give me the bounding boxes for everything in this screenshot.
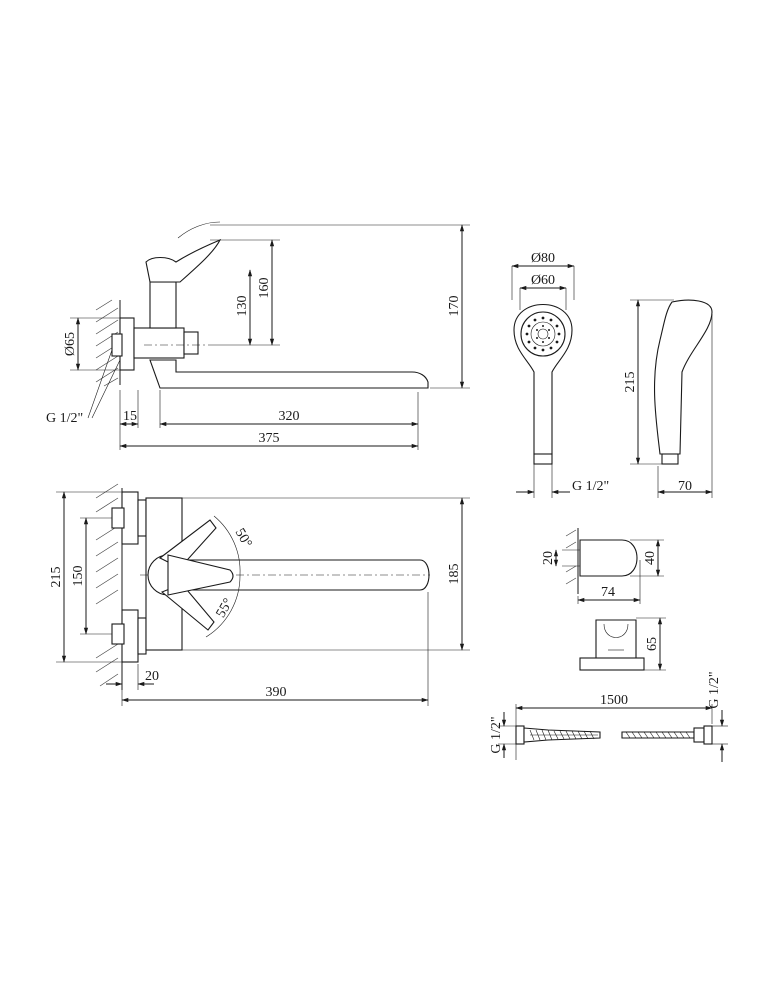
hose-nut-right [703,725,713,745]
spray-face [520,311,566,357]
hose-end-right [693,727,705,743]
shower-hose: 1500 G 1/2" G 1/2" [489,671,728,762]
dim-15: 15 [123,409,137,424]
faucet-top-view: 50° 55° 215 150 185 20 390 [49,483,470,706]
spout-side [149,359,429,389]
dim-20-holder: 20 [541,551,556,565]
spray-nozzles [525,316,561,352]
faucet-side-view: 130 160 170 Ø65 G 1/2" 15 320 375 [46,221,470,450]
nut-top-upper [137,499,147,537]
outlet-nut [183,331,199,355]
dim-70: 70 [678,479,692,494]
dim-40-holder: 40 [643,551,658,565]
cartridge-column [149,281,177,329]
label-thread-side: G 1/2" [46,411,83,426]
dim-170: 170 [447,296,462,317]
dim-160: 160 [257,278,272,299]
label-thread-hose-right: G 1/2" [707,671,722,708]
dim-20-top: 20 [145,669,159,684]
hose-nut-left [515,725,525,745]
dim-215-shower: 215 [623,372,638,393]
label-thread-hose-left: G 1/2" [489,716,504,753]
dim-130: 130 [235,296,250,317]
holder-side-body [579,539,638,577]
dim-150: 150 [71,566,86,587]
holder-front-base [579,657,645,671]
arc-50 [213,515,241,576]
angle-55: 55° [214,596,237,620]
eccentric-side [111,333,123,357]
dim-74: 74 [601,585,615,600]
wall-hatch-holder [565,528,579,594]
label-thread-shower: G 1/2" [572,479,609,494]
shower-holder: 20 40 74 65 [541,528,666,671]
dim-d80: Ø80 [531,251,555,266]
handle-lever-side [145,238,222,283]
dim-375: 375 [259,431,280,446]
dim-65: 65 [645,637,660,651]
handle-lever-top [167,554,234,596]
arc-55 [205,574,241,638]
shower-head-side: 215 70 [623,299,713,498]
angle-50: 50° [232,526,255,550]
shower-thread-end [533,453,553,465]
handle-swing-arc [177,221,221,239]
shower-head-front: Ø80 Ø60 G 1/2" [511,251,609,498]
dim-185: 185 [447,564,462,585]
shower-side-thread [661,453,679,465]
dim-d65: Ø65 [63,332,78,356]
eccentric-top-lower [111,623,125,645]
eccentric-top-upper [111,507,125,529]
dim-215-top: 215 [49,567,64,588]
dim-1500: 1500 [600,693,628,708]
dim-d60: Ø60 [531,273,555,288]
shower-head-profile [654,299,713,455]
dim-390: 390 [266,685,287,700]
nut-top-lower [137,617,147,655]
body-side [133,327,185,359]
dim-320: 320 [279,409,300,424]
holder-front-body [595,619,637,661]
